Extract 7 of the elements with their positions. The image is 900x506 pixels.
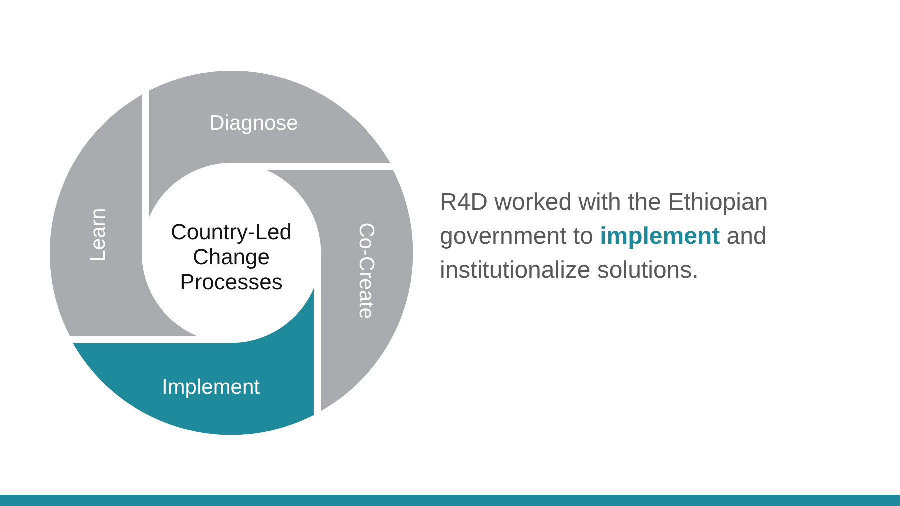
center-label: Country-Led Change Processes bbox=[156, 220, 306, 294]
cycle-segment bbox=[148, 71, 390, 218]
segment-label: Diagnose bbox=[210, 112, 298, 136]
segment-label: Co-Create bbox=[354, 222, 378, 320]
segment-label: Implement bbox=[162, 376, 260, 400]
segment-label: Learn bbox=[86, 208, 111, 262]
description-text: R4D worked with the Ethiopian government to implement and institutionalize solutions. bbox=[440, 188, 770, 286]
